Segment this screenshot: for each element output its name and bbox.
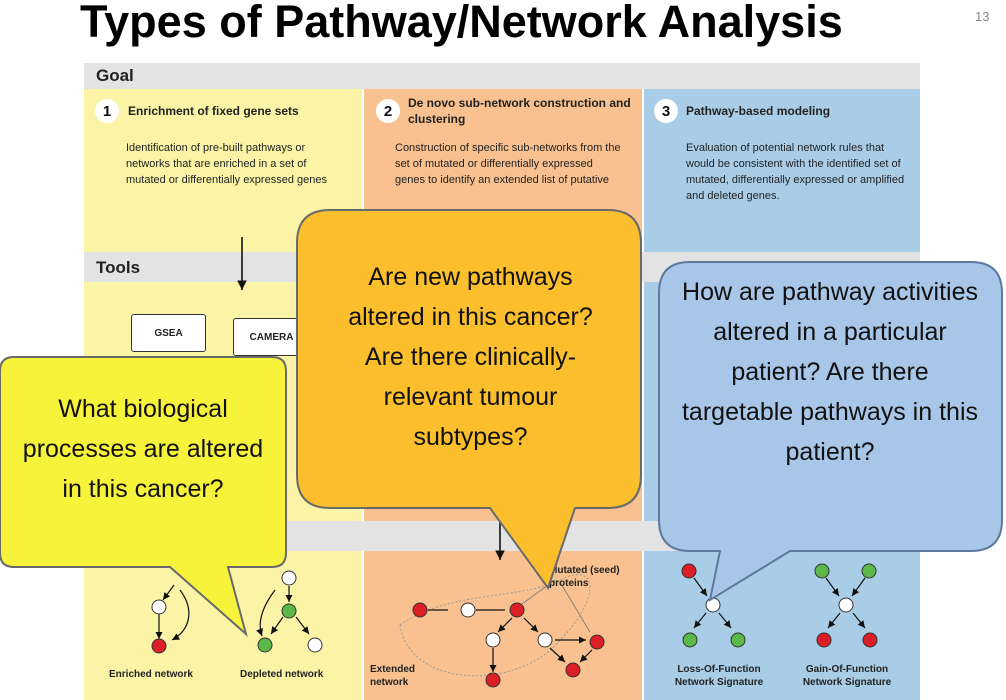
orange-bubble-text: Are new pathways altered in this cancer?… <box>348 263 593 451</box>
extended-network-caption: Extended network <box>370 664 416 688</box>
node-green <box>257 637 273 653</box>
loss-of-function-signature <box>681 563 746 648</box>
gsea-tool-box: GSEA <box>131 314 206 352</box>
tools-band-label: Tools <box>96 258 141 277</box>
depleted-network-caption: Depleted network <box>240 669 324 680</box>
node-red <box>485 672 501 688</box>
column-1-heading: Enrichment of fixed gene sets <box>128 104 299 118</box>
gain-of-function-signature <box>814 563 878 648</box>
slide-number: 13 <box>975 9 990 24</box>
gain-of-function-caption: Gain-Of-Function Network Signature <box>802 664 892 688</box>
goal-band-label: Goal <box>96 66 134 85</box>
enriched-network <box>151 584 190 654</box>
goal-band <box>84 63 920 89</box>
node-red <box>412 602 428 618</box>
node-green <box>861 563 877 579</box>
node-red <box>151 638 167 654</box>
depleted-network <box>256 570 323 653</box>
node-red <box>862 632 878 648</box>
loss-of-function-caption: Loss-Of-Function Network Signature <box>674 664 764 688</box>
node-red <box>565 662 581 678</box>
column-1-description: Identification of pre-built pathways or … <box>126 142 327 186</box>
seed-proteins-caption: Mutated (seed) proteins <box>549 565 620 589</box>
column-3-heading: Pathway-based modeling <box>686 104 831 118</box>
node-green <box>281 603 297 619</box>
node-white <box>485 632 501 648</box>
node-red <box>589 634 605 650</box>
column-2-description: Construction of specific sub-networks fr… <box>395 142 621 186</box>
column-1-number: 1 <box>95 99 119 123</box>
node-white <box>537 632 553 648</box>
node-red <box>509 602 525 618</box>
orange-bubble-shape <box>296 209 642 591</box>
column-3-description: Evaluation of potential network rules th… <box>686 142 905 202</box>
enriched-network-caption: Enriched network <box>109 669 193 680</box>
node-white <box>838 597 854 613</box>
column-3-number: 3 <box>654 99 678 123</box>
node-white <box>281 570 297 586</box>
blue-bubble-shape <box>658 261 1003 603</box>
column-2-number: 2 <box>376 99 400 123</box>
node-white <box>151 599 167 615</box>
blue-bubble-text: How are pathway activities altered in a … <box>681 278 978 466</box>
slide-title: Types of Pathway/Network Analysis <box>80 0 843 47</box>
column-2-heading: De novo sub-network construction and clu… <box>408 96 631 126</box>
yellow-bubble-text: What biological processes are altered in… <box>22 395 264 503</box>
node-white <box>460 602 476 618</box>
extended-network-outline <box>399 574 591 677</box>
node-red <box>681 563 697 579</box>
node-green <box>682 632 698 648</box>
yellow-bubble-shape <box>0 356 287 637</box>
node-green <box>814 563 830 579</box>
extended-network <box>412 579 605 688</box>
node-white <box>307 637 323 653</box>
node-green <box>730 632 746 648</box>
node-red <box>816 632 832 648</box>
